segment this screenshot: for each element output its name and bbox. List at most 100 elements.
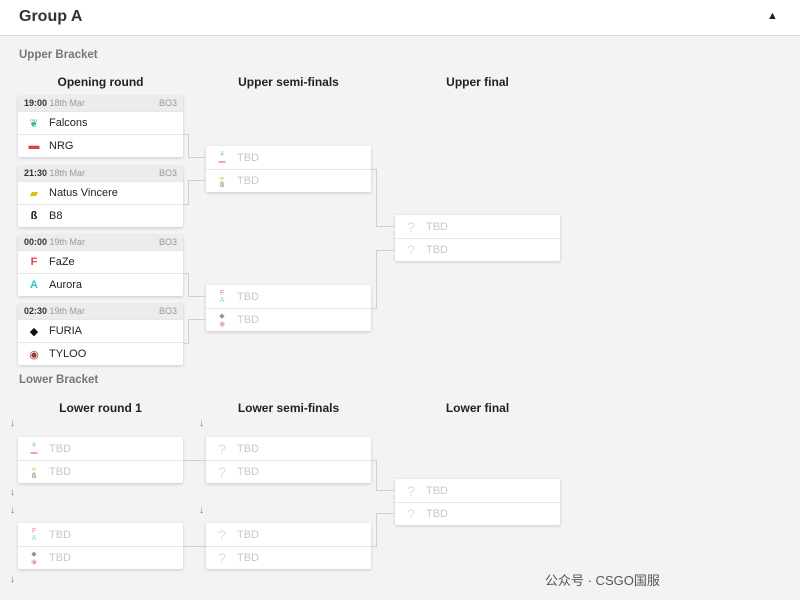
connector-line [376,513,377,546]
connector-line [371,308,377,309]
team-logo-icon: ▰ß [31,465,37,480]
match-card[interactable]: ?TBD?TBD [206,523,371,569]
team-row[interactable]: ❦Falcons [18,111,183,134]
match-date: 19th Mar [47,306,86,316]
connector-line [188,273,189,297]
connector-line [183,460,206,461]
team-row[interactable]: ?TBD [206,460,371,483]
team-name: FaZe [49,256,75,268]
arrow-down-icon: ↓ [10,574,15,585]
team-row[interactable]: ❦▬TBD [206,146,371,169]
connector-line [376,250,377,308]
team-name: TBD [49,552,71,564]
team-row[interactable]: ?TBD [395,238,560,261]
round-heading: Lower final [445,401,510,415]
connector-line [188,296,206,297]
round-heading: Opening round [57,75,144,89]
team-row[interactable]: ◆◉TBD [18,546,183,569]
connector-line [183,546,206,547]
team-row[interactable]: ?TBD [206,437,371,460]
round-heading: Lower round 1 [59,401,142,415]
team-row[interactable]: ?TBD [395,502,560,525]
match-card[interactable]: ?TBD?TBD [395,479,560,525]
connector-line [188,180,189,204]
team-logo-icon: A [30,279,38,291]
arrow-down-icon: ↓ [10,487,15,498]
team-row[interactable]: ▰ Natus Vincere [18,181,183,204]
team-name: NRG [49,140,74,152]
team-row[interactable]: ❦▬TBD [18,437,183,460]
team-name: TBD [237,552,259,564]
team-row[interactable]: ▬ NRG [18,134,183,157]
team-logo-icon: ◆◉ [218,313,226,328]
arrow-down-icon: ↓ [199,505,204,516]
team-name: TBD [237,314,259,326]
caret-up-icon[interactable]: ▲ [767,10,778,22]
team-logo-icon: ▬ [28,140,40,152]
team-row[interactable]: ?TBD [206,546,371,569]
connector-line [188,157,206,158]
team-name: FURIA [49,325,82,337]
team-logo-icon: ▰ [29,187,39,200]
team-logo-icon: ß [30,210,38,222]
match-format: BO3 [158,237,177,247]
group-header[interactable]: Group A ▲ [0,0,800,36]
team-logo-icon: ❦ [29,117,39,130]
match-card[interactable]: ?TBD?TBD [395,215,560,261]
match-time: 02:30 [24,306,48,316]
round-heading: Upper semi-finals [238,75,339,89]
team-name: Natus Vincere [49,187,118,199]
team-name: TBD [426,220,448,233]
match-time: 00:00 [24,237,48,247]
team-logo-icon: ◆ [29,325,39,338]
connector-line [371,546,377,547]
upper-bracket-label: Upper Bracket [19,49,98,61]
team-row[interactable]: ? TBD [395,479,560,502]
team-row[interactable]: ◉TYLOO [18,342,183,365]
round-heading: Lower semi-finals [237,401,340,415]
team-row[interactable]: ◆ FURIA [18,319,183,342]
connector-line [183,273,189,274]
match-format: BO3 [158,168,177,178]
match-card[interactable]: ?TBD?TBD [206,437,371,483]
connector-line [188,319,189,343]
connector-line [376,226,395,227]
connector-line [376,490,395,491]
team-logo-icon: ? [407,506,415,522]
team-logo-icon: ? [218,464,226,480]
team-name: TBD [49,528,71,541]
team-logo-icon: ? [218,526,226,543]
team-name: TBD [426,244,448,256]
connector-line [376,513,395,514]
team-name: TBD [237,528,259,541]
match-date: 18th Mar [47,98,86,108]
team-name: TBD [426,484,448,497]
connector-line [188,319,206,320]
team-logo-icon: ? [407,482,415,499]
team-row[interactable]: ?TBD [395,215,560,238]
connector-line [183,204,189,205]
connector-line [188,180,206,181]
team-row[interactable]: ? TBD [206,523,371,546]
team-name: TBD [237,442,259,455]
team-logo-icon: ❦▬ [218,151,226,165]
team-row[interactable]: ◆◉ TBD [206,308,371,331]
